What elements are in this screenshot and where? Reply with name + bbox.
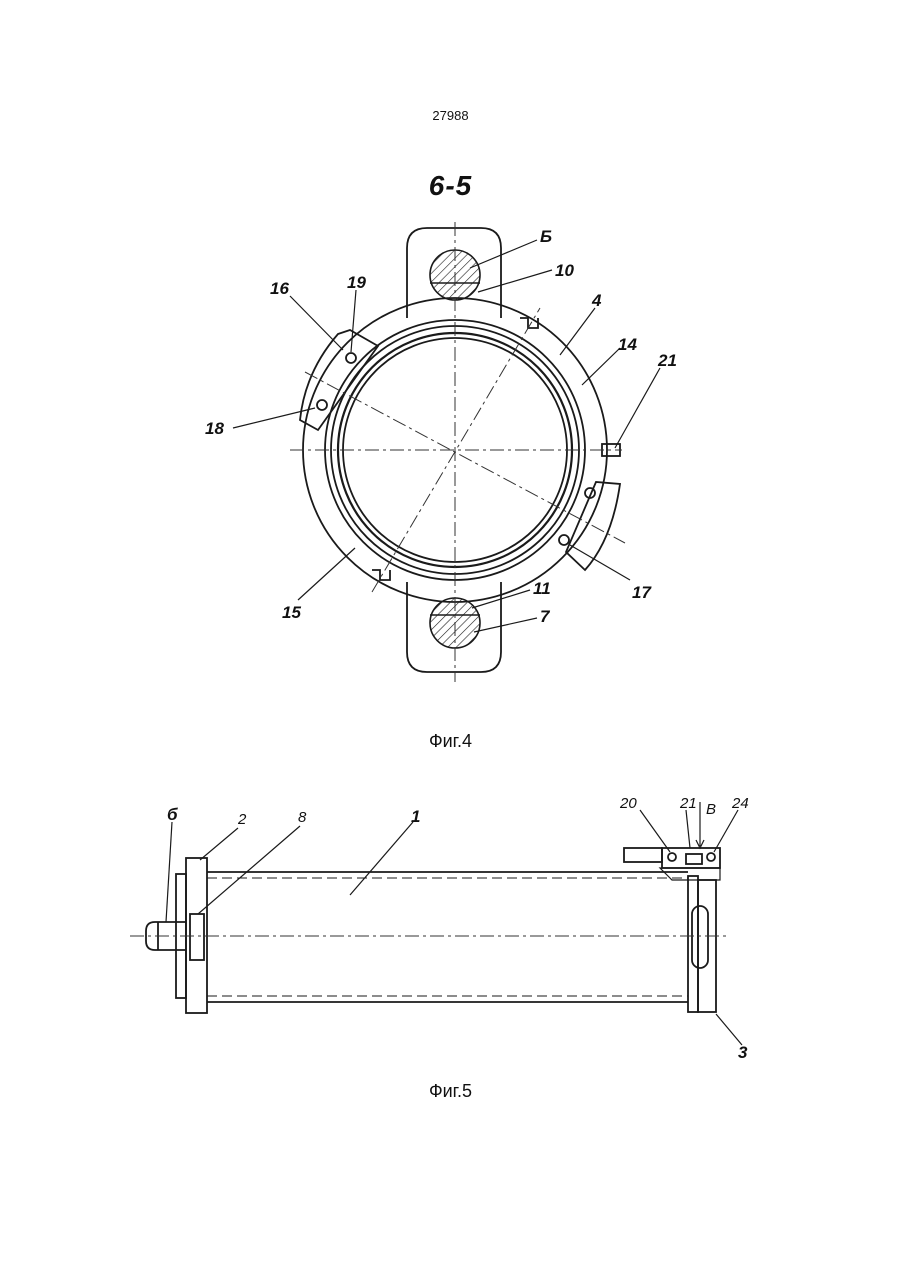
fig5-label-20: 20 xyxy=(619,795,637,812)
fig5-label-1: 1 xyxy=(411,807,420,826)
latch-bolt-24 xyxy=(707,853,715,861)
fig5-label-21: 21 xyxy=(679,795,697,812)
right-flange xyxy=(688,876,698,1012)
latch-rod xyxy=(624,848,662,862)
fig5-label-24: 24 xyxy=(731,795,749,812)
fig5-label-B: В xyxy=(706,801,716,818)
right-flange-outer xyxy=(698,880,716,1012)
left-pin xyxy=(190,914,204,960)
latch-bolt-20 xyxy=(668,853,676,861)
fig5-label-2: 2 xyxy=(237,811,247,828)
fig5-label-6: б xyxy=(167,805,178,824)
fig5-label-3: 3 xyxy=(738,1043,748,1062)
figure-5-caption: Фиг.5 xyxy=(0,1081,901,1102)
latch-block xyxy=(662,848,720,868)
right-window xyxy=(692,906,708,968)
fig5-label-8: 8 xyxy=(298,809,307,826)
